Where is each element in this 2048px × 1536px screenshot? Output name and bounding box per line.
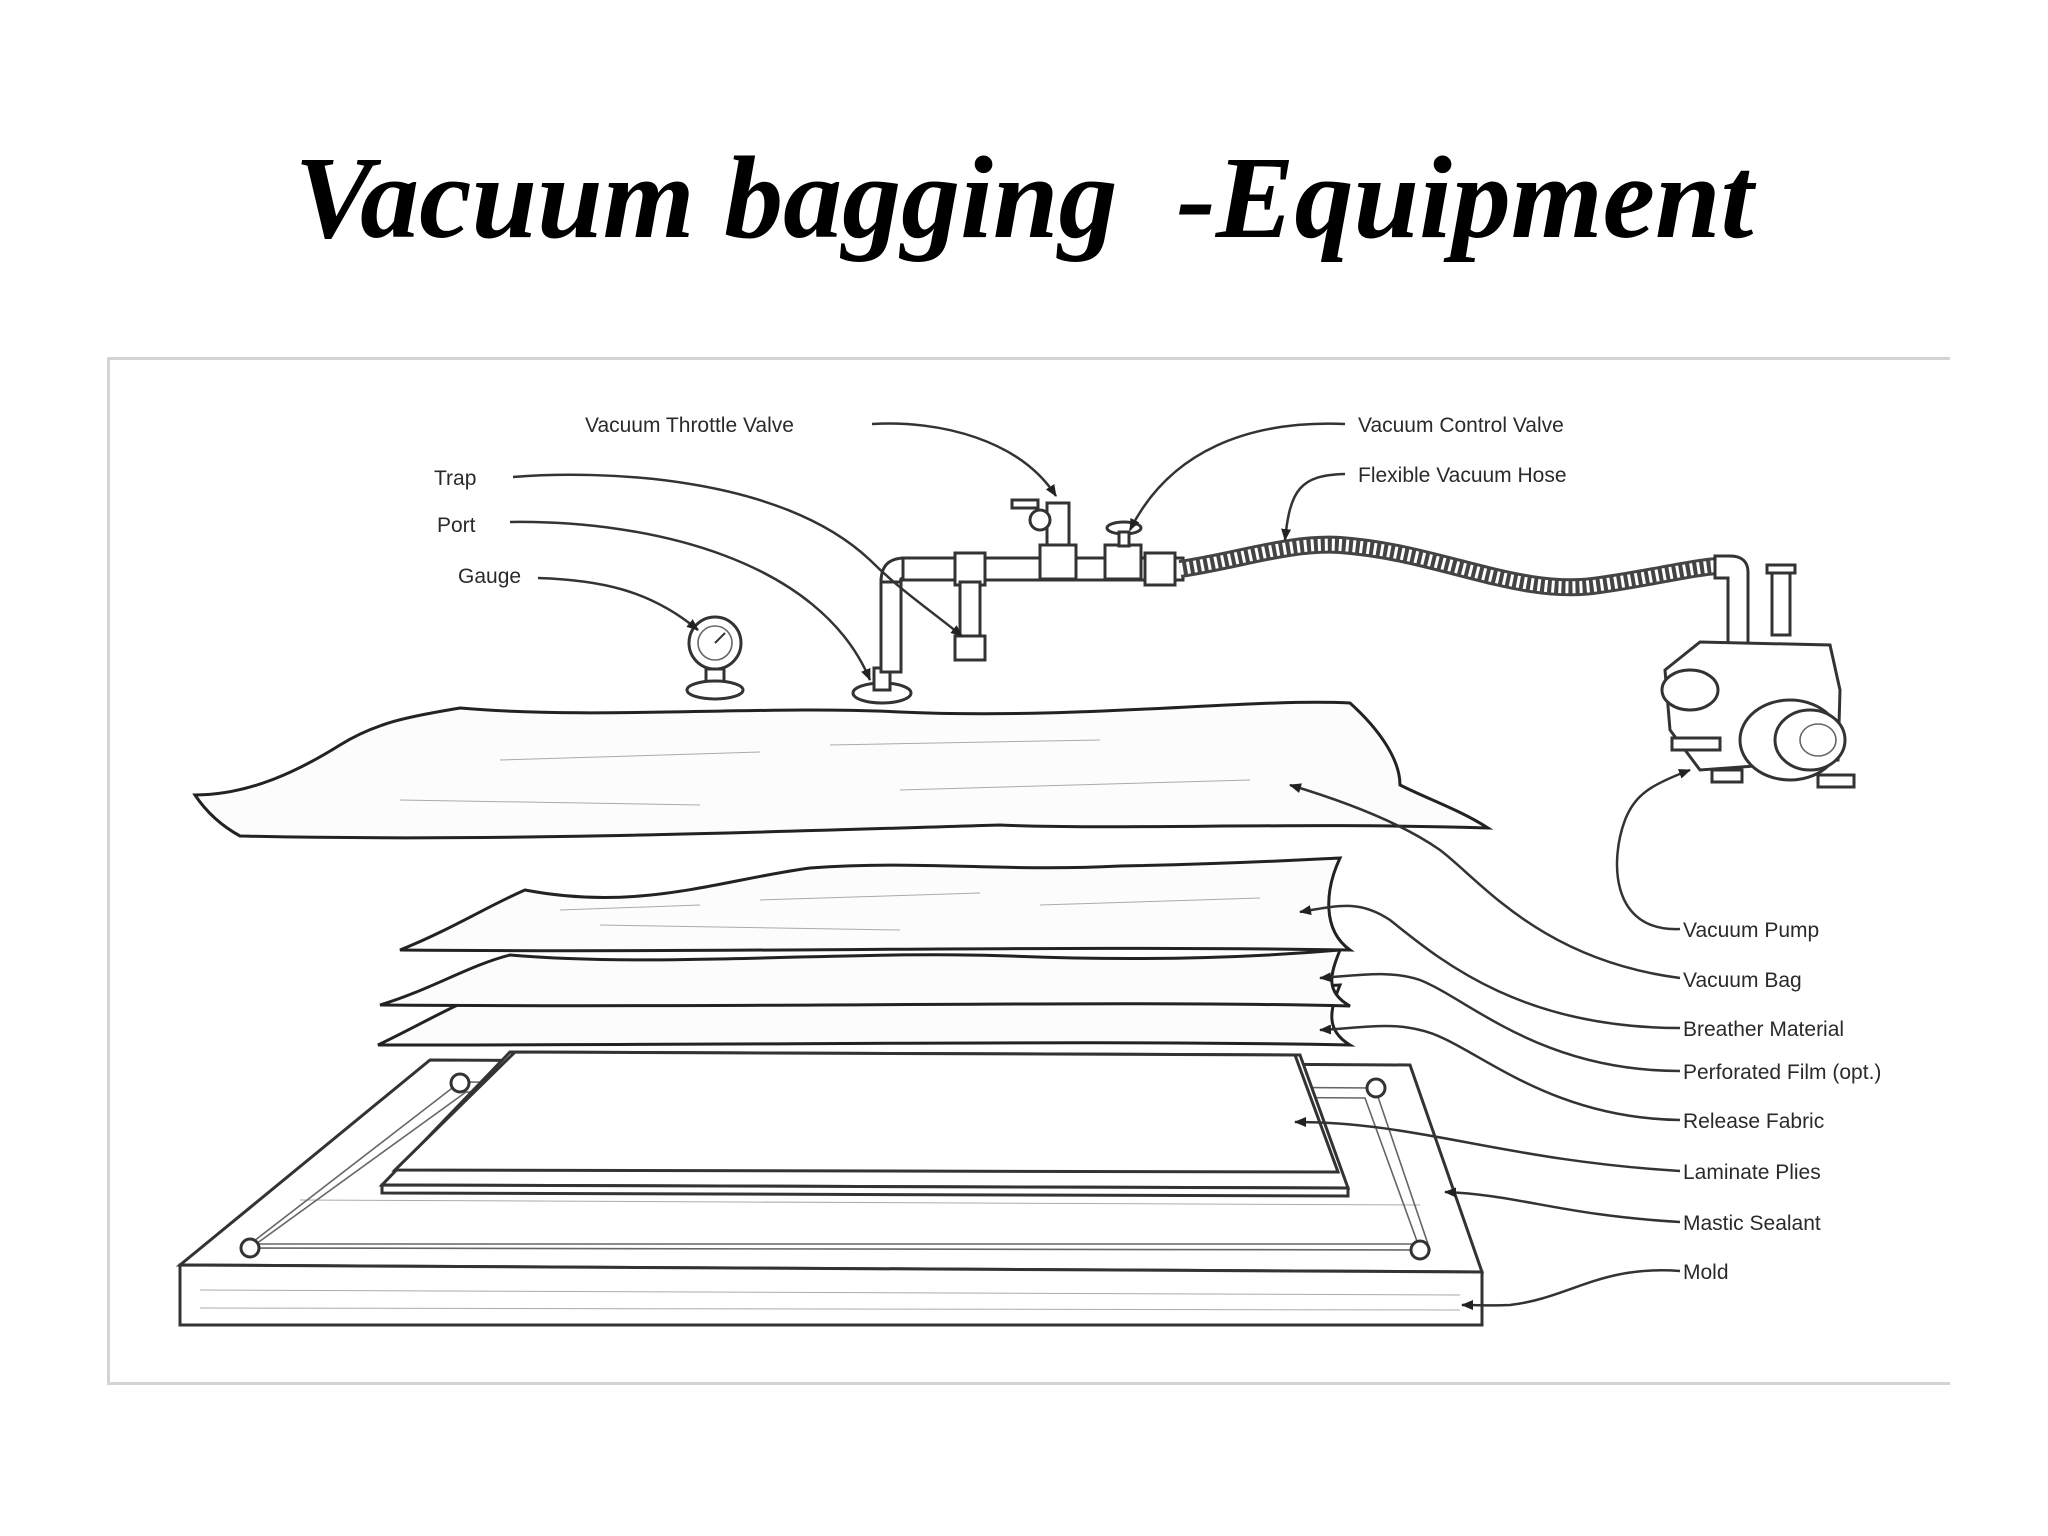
laminate-plies-drawing xyxy=(378,1050,1351,1198)
label-trap: Trap xyxy=(434,467,476,490)
label-vacuum-pump: Vacuum Pump xyxy=(1683,919,1819,942)
label-breather-material: Breather Material xyxy=(1683,1018,1844,1041)
leader-lines xyxy=(509,422,1691,1311)
breather-material-drawing xyxy=(399,856,1355,953)
gauge-drawing xyxy=(685,615,745,701)
mastic-sealant-drawing xyxy=(239,1072,1432,1261)
label-vacuum-bag: Vacuum Bag xyxy=(1683,969,1802,992)
label-port: Port xyxy=(437,514,476,537)
label-flexible-vacuum-hose: Flexible Vacuum Hose xyxy=(1358,464,1567,487)
label-vacuum-control-valve: Vacuum Control Valve xyxy=(1358,414,1564,437)
label-gauge: Gauge xyxy=(458,565,521,588)
vacuum-bag-drawing xyxy=(192,700,1494,840)
label-vacuum-throttle-valve: Vacuum Throttle Valve xyxy=(585,414,794,437)
diagram-labels: Vacuum Throttle Valve Trap Port Gauge Va… xyxy=(434,414,1881,1284)
vacuum-pump-drawing xyxy=(1660,563,1856,789)
flexible-vacuum-hose-drawing xyxy=(1178,535,1750,662)
label-perforated-film: Perforated Film (opt.) xyxy=(1683,1061,1881,1084)
slide-title: Vacuum bagging -Equipment xyxy=(294,132,1754,263)
label-mastic-sealant: Mastic Sealant xyxy=(1683,1212,1821,1235)
label-laminate-plies: Laminate Plies xyxy=(1683,1161,1821,1184)
port-and-piping-drawing xyxy=(851,498,1185,705)
label-release-fabric: Release Fabric xyxy=(1683,1110,1824,1133)
perforated-film-drawing xyxy=(379,948,1351,1008)
label-mold: Mold xyxy=(1683,1261,1729,1284)
